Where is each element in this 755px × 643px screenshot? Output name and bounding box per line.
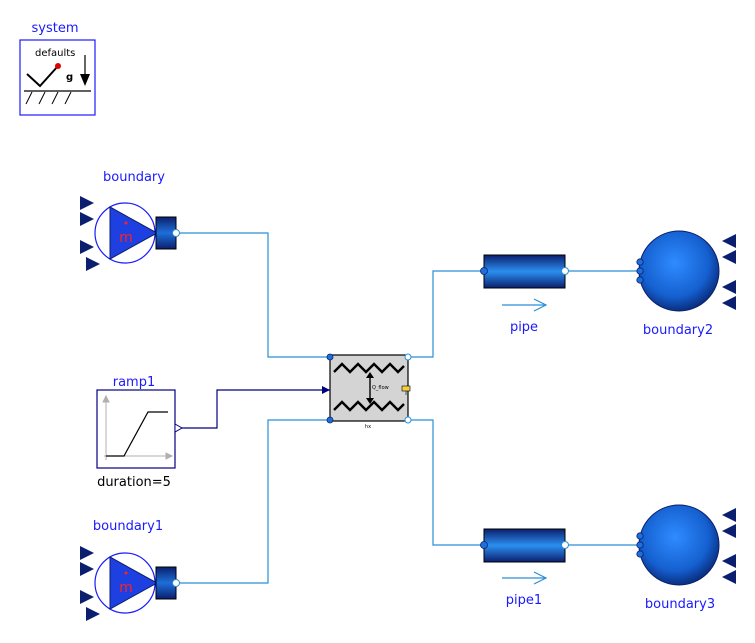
pipe-port-a[interactable] [480,267,488,275]
pipe-flow-arrow-icon [502,298,548,312]
system-defaults-text: defaults [35,48,75,59]
ramp1-label: ramp1 [113,375,156,390]
boundary3-input-arrow-4 [722,570,736,584]
boundary3-input-arrow-3 [722,554,736,568]
pipe-label: pipe [510,320,538,335]
pipe1-flow-arrow-icon [502,571,548,585]
boundary-port[interactable] [172,229,180,237]
wire-ramp-to-hx[interactable] [181,389,330,429]
boundary-input-arrow-3 [80,240,94,254]
wire-hx-to-pipe[interactable] [408,270,484,358]
boundary2-input-arrow-4 [722,296,736,310]
pipe1-port-a[interactable] [480,541,488,549]
boundary3-label: boundary3 [645,597,715,612]
pipe-component[interactable]: pipe [480,254,569,335]
boundary1-input-arrow-1 [80,546,94,560]
hx-inner-label: Q_flow [372,385,389,391]
ramp1-output-port[interactable] [174,423,184,433]
boundary2-label: boundary2 [643,323,713,338]
ramp1-param: duration=5 [97,475,171,490]
boundary1-input-arrow-3 [80,590,94,604]
hx-port-b1[interactable] [404,353,412,361]
boundary-input-arrow-2 [80,212,94,226]
hx-port-b2[interactable] [404,416,412,424]
boundary1-port[interactable] [172,579,180,587]
hx-output-connector-icon [401,385,411,395]
pipe1-label: pipe1 [506,593,542,608]
ground-hatch-icon [25,91,72,105]
boundary-pump-triangle-icon [109,206,159,260]
ramp-curve-icon [106,411,168,457]
boundary1-pump-triangle-icon [109,556,159,610]
boundary2-input-arrow-2 [722,250,736,264]
boundary1-label: boundary1 [93,519,163,534]
hx-bottom-label: hx [365,424,371,430]
ramp1-component[interactable]: ramp1 duration=5 [96,375,184,490]
gravity-arrow-icon [80,74,90,86]
boundary-m-symbol: m [119,230,133,246]
boundary1-input-arrow-2 [80,562,94,576]
boundary-input-arrow-4 [86,257,100,271]
boundary1-component[interactable]: boundary1 m [80,519,180,621]
boundary-label: boundary [103,170,165,185]
boundary-input-arrow-1 [80,196,94,210]
boundary1-input-arrow-4 [86,607,100,621]
system-component[interactable]: system defaults g [19,21,96,116]
boundary3-input-arrow-2 [722,524,736,538]
boundary2-component[interactable]: boundary2 [636,230,736,338]
pipe1-port-b[interactable] [561,541,569,549]
pipe-port-b[interactable] [561,267,569,275]
system-check-icon [26,65,59,88]
boundary3-component[interactable]: boundary3 [636,504,736,612]
wire-hx-to-pipe1[interactable] [408,419,484,546]
hx-top-zigzag-icon [333,362,405,374]
boundary1-m-symbol: m [119,580,133,596]
fluid-connections [176,232,639,584]
system-label: system [32,21,79,36]
signal-arrowhead [322,386,330,394]
boundary3-input-arrow-1 [722,508,736,522]
system-red-dot [55,63,61,69]
hx-port-a1[interactable] [326,353,334,361]
hx-bottom-zigzag-icon [333,400,405,412]
wire-boundary1-to-hx[interactable] [176,419,330,584]
system-g-text: g [66,72,73,83]
heat-exchanger-component[interactable]: Q_flow hx [326,353,412,430]
boundary2-ports-icon [636,258,644,284]
boundary2-input-arrow-3 [722,280,736,294]
boundary-component[interactable]: boundary m [80,170,180,271]
boundary3-ports-icon [636,532,644,558]
pipe1-component[interactable]: pipe1 [480,528,569,608]
boundary2-input-arrow-1 [722,234,736,248]
hx-port-a2[interactable] [326,416,334,424]
wire-boundary-to-hx[interactable] [176,232,330,358]
